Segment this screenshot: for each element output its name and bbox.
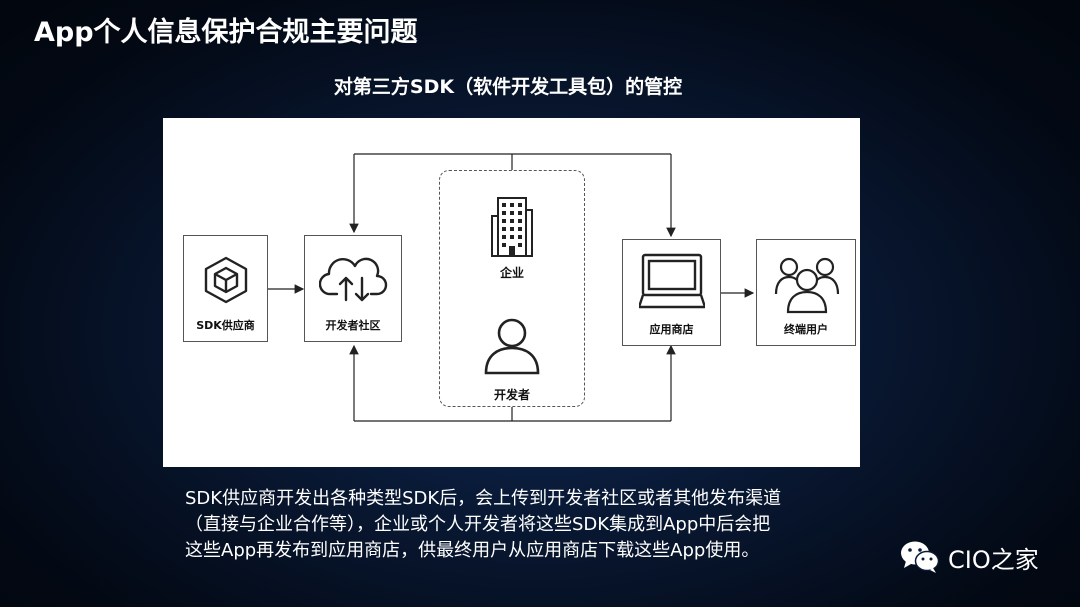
node-label: 开发者社区 bbox=[325, 319, 381, 332]
node-label: 应用商店 bbox=[649, 323, 694, 336]
description-text: SDK供应商开发出各种类型SDK后，会上传到开发者社区或者其他发布渠道 （直接与… bbox=[185, 486, 885, 564]
wechat-icon bbox=[901, 541, 940, 573]
description-line: 这些App再发布到应用商店，供最终用户从应用商店下载这些App使用。 bbox=[185, 540, 760, 561]
description-line: SDK供应商开发出各种类型SDK后，会上传到开发者社区或者其他发布渠道 bbox=[185, 488, 782, 509]
enterprise-developer-group bbox=[439, 170, 585, 407]
monitor-icon bbox=[639, 253, 705, 309]
node-app-store: 应用商店 bbox=[622, 239, 721, 346]
brand-name: CIO之家 bbox=[948, 545, 1039, 574]
description-line: （直接与企业合作等），企业或个人开发者将这些SDK集成到App中后会把 bbox=[185, 514, 771, 535]
diagram-subtitle: 对第三方SDK（软件开发工具包）的管控 bbox=[333, 76, 683, 98]
diagram-panel: SDK供应商 开发者社区 企业 bbox=[163, 118, 860, 467]
diagram-connectors bbox=[268, 153, 755, 422]
user-group-icon bbox=[774, 257, 840, 314]
person-icon bbox=[484, 318, 540, 375]
node-label-enterprise: 企业 bbox=[499, 266, 524, 280]
node-dev-community: 开发者社区 bbox=[304, 235, 402, 342]
page-title: App个人信息保护合规主要问题 bbox=[34, 17, 418, 48]
brand-watermark: CIO之家 bbox=[900, 537, 1039, 577]
cloud-upload-download-icon bbox=[319, 257, 388, 302]
node-label: SDK供应商 bbox=[196, 319, 255, 332]
node-end-user: 终端用户 bbox=[756, 239, 856, 346]
office-building-icon bbox=[491, 197, 533, 257]
cube-icon bbox=[204, 256, 248, 304]
node-label: 终端用户 bbox=[784, 323, 828, 336]
node-sdk-vendor: SDK供应商 bbox=[183, 235, 268, 342]
node-label-developer: 开发者 bbox=[493, 388, 530, 402]
